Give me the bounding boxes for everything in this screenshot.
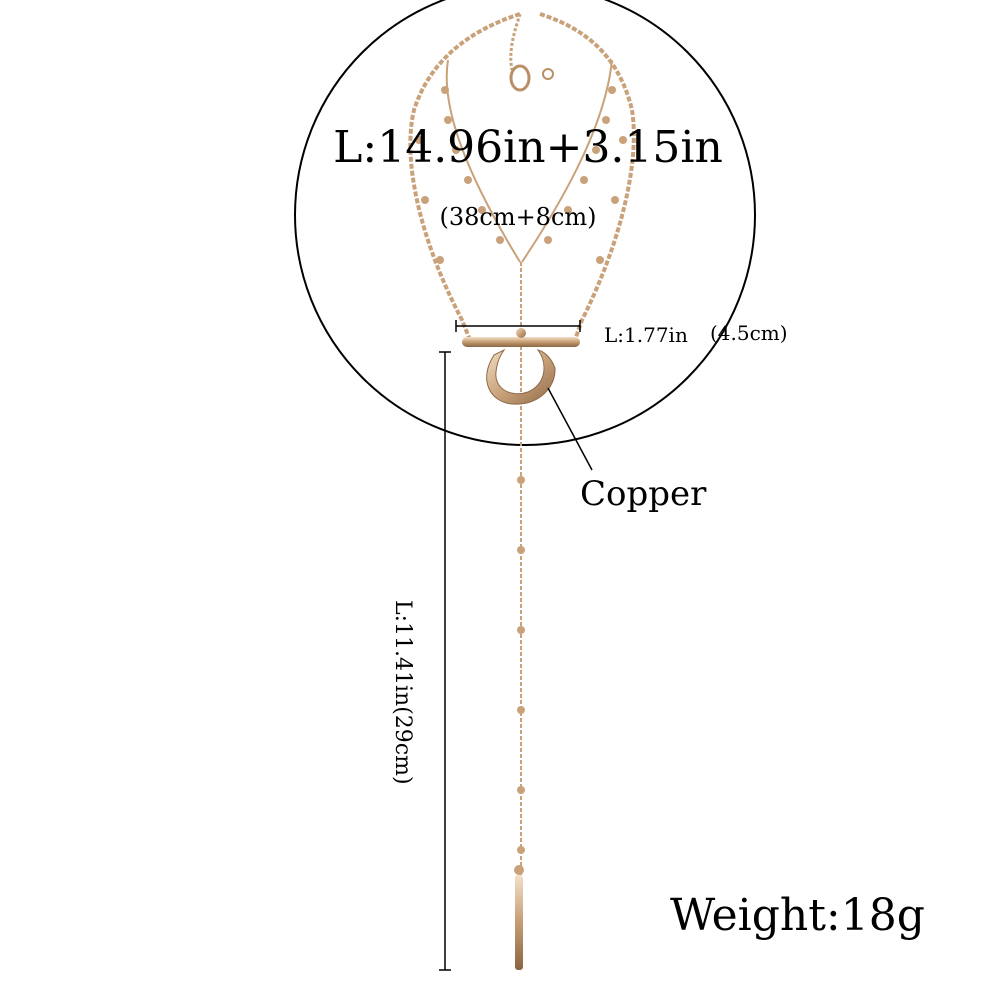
chain-bead	[544, 236, 552, 244]
chain-bead	[564, 206, 572, 214]
bar-ring	[516, 328, 526, 338]
outer-chain-left	[408, 12, 521, 341]
chain-bead	[415, 136, 423, 144]
inner-chain-left	[445, 59, 521, 263]
crescent-moon-icon	[486, 348, 556, 405]
lobster-clasp-icon	[509, 64, 554, 92]
bar-drop-pendant	[515, 875, 523, 970]
extender-chain	[509, 13, 522, 71]
main-length-metric: (38cm+8cm)	[439, 203, 596, 231]
drop-length-dimension	[439, 351, 451, 971]
bar-width-dimension	[455, 320, 581, 332]
chain-bead	[436, 256, 444, 264]
chain-bead	[464, 176, 472, 184]
detail-circle	[294, 0, 756, 446]
chain-bead	[619, 136, 627, 144]
chain-bead	[596, 256, 604, 264]
drop-cap	[514, 865, 524, 875]
chain-bead	[421, 196, 429, 204]
chain-bead	[611, 196, 619, 204]
outer-chain-right	[539, 12, 636, 341]
chain-bead	[602, 116, 610, 124]
material-leader-line	[547, 387, 593, 471]
main-length-label: L:14.96in+3.15in	[333, 122, 723, 173]
horizontal-bar	[462, 337, 580, 347]
chain-bead	[580, 176, 588, 184]
chain-bead	[441, 86, 449, 94]
chain-bead	[444, 116, 452, 124]
drop-length-label: L:11.41in(29cm)	[390, 600, 415, 785]
chain-bead	[452, 146, 460, 154]
chain-bead	[608, 86, 616, 94]
material-label: Copper	[580, 474, 707, 514]
chain-bead	[496, 236, 504, 244]
weight-label: Weight:18g	[670, 890, 925, 941]
chain-bead	[478, 206, 486, 214]
bar-length-metric: (4.5cm)	[710, 321, 788, 345]
chain-bead	[592, 146, 600, 154]
chain-beads	[415, 86, 627, 854]
inner-chain-right	[521, 59, 613, 263]
bar-length-label: L:1.77in	[604, 323, 688, 347]
